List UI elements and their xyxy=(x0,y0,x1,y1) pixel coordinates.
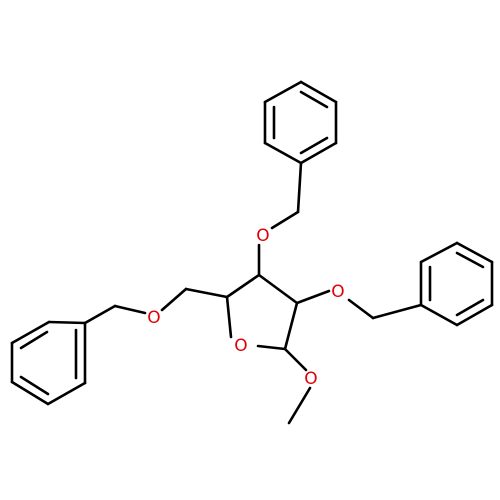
bond xyxy=(455,298,485,317)
bond xyxy=(184,287,229,299)
bond xyxy=(299,90,329,109)
bond xyxy=(256,344,287,351)
bond xyxy=(299,141,338,165)
bond xyxy=(257,273,299,305)
bond xyxy=(455,303,494,327)
bond xyxy=(19,375,50,396)
bond xyxy=(160,287,188,312)
bond xyxy=(419,303,459,327)
bond xyxy=(347,298,375,320)
bond xyxy=(371,303,423,320)
bond xyxy=(455,251,485,269)
bonds xyxy=(10,80,494,425)
bond xyxy=(225,295,233,339)
atom-label-oxygen-ring: O xyxy=(234,336,247,356)
bond xyxy=(10,380,50,406)
bond xyxy=(296,161,303,214)
bond xyxy=(283,301,299,351)
atom-label-oxygen-right: O xyxy=(331,282,344,302)
atom-label-oxygen-left: O xyxy=(147,308,160,328)
atom-label-oxygen-top: O xyxy=(256,226,269,246)
bond xyxy=(287,386,312,425)
bond xyxy=(455,241,494,264)
bond xyxy=(270,210,300,230)
bond xyxy=(10,320,51,345)
bond xyxy=(83,304,117,325)
bond xyxy=(295,289,331,305)
bond xyxy=(113,304,147,315)
atom-labels: O O O O O xyxy=(147,226,344,389)
bond xyxy=(299,136,329,155)
bond xyxy=(225,273,261,299)
bond xyxy=(263,80,303,104)
bond xyxy=(283,347,308,372)
bond xyxy=(419,241,459,264)
bond xyxy=(299,80,338,104)
bond xyxy=(263,141,303,165)
bond xyxy=(19,330,49,350)
bond xyxy=(46,381,87,406)
bond xyxy=(47,320,87,325)
atom-label-oxygen-methoxy: O xyxy=(304,369,317,389)
